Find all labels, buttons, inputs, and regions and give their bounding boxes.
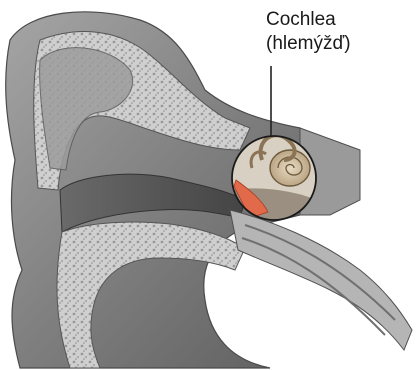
cochlea-spiral	[270, 150, 310, 186]
cochlea-label-subtitle: (hlemýžď)	[266, 32, 396, 56]
cochlea-label-title: Cochlea	[266, 8, 396, 32]
cochlea-label: Cochlea (hlemýžď)	[266, 8, 396, 56]
auditory-nerve	[230, 210, 412, 350]
